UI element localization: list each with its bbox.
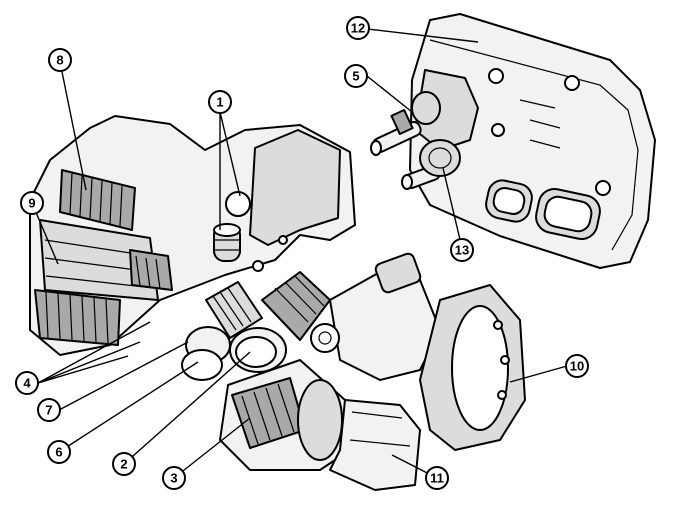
callout-8: 8 bbox=[48, 48, 72, 72]
plug-assembly bbox=[213, 223, 241, 262]
svg-text:1: 1 bbox=[216, 95, 223, 110]
callout-1: 1 bbox=[208, 90, 232, 114]
callout-6: 6 bbox=[47, 440, 71, 464]
svg-text:11: 11 bbox=[430, 471, 444, 486]
svg-text:8: 8 bbox=[56, 53, 63, 68]
cooling-fins-upper bbox=[59, 169, 136, 231]
callout-5: 5 bbox=[344, 64, 368, 88]
output-spindle bbox=[370, 91, 441, 156]
ring-gear bbox=[419, 284, 526, 451]
svg-text:3: 3 bbox=[170, 471, 177, 486]
svg-text:4: 4 bbox=[23, 376, 31, 391]
callout-9: 9 bbox=[20, 191, 44, 215]
callout-10: 10 bbox=[565, 354, 589, 378]
coupling-assembly bbox=[310, 252, 441, 381]
motor-unit bbox=[219, 359, 351, 471]
callout-3: 3 bbox=[162, 466, 186, 490]
cover-connector-ports bbox=[485, 179, 601, 240]
callout-2: 2 bbox=[112, 452, 136, 476]
svg-text:12: 12 bbox=[351, 21, 365, 36]
bellows-piston bbox=[181, 281, 263, 381]
callout-7: 7 bbox=[37, 398, 61, 422]
callout-12: 12 bbox=[346, 16, 370, 40]
svg-text:6: 6 bbox=[55, 445, 62, 460]
svg-text:10: 10 bbox=[570, 359, 584, 374]
callout-13: 13 bbox=[450, 238, 474, 262]
cooling-fins-lower bbox=[34, 289, 121, 346]
svg-text:9: 9 bbox=[28, 196, 35, 211]
drive-spindle bbox=[401, 139, 461, 190]
callout-4: 4 bbox=[15, 371, 39, 395]
callout-11: 11 bbox=[425, 466, 449, 490]
valve-block bbox=[39, 219, 173, 301]
spring-piston bbox=[229, 271, 331, 373]
svg-text:2: 2 bbox=[120, 457, 127, 472]
svg-text:7: 7 bbox=[45, 403, 52, 418]
svg-text:5: 5 bbox=[352, 69, 359, 84]
base-housing bbox=[329, 399, 421, 491]
svg-text:13: 13 bbox=[455, 243, 469, 258]
